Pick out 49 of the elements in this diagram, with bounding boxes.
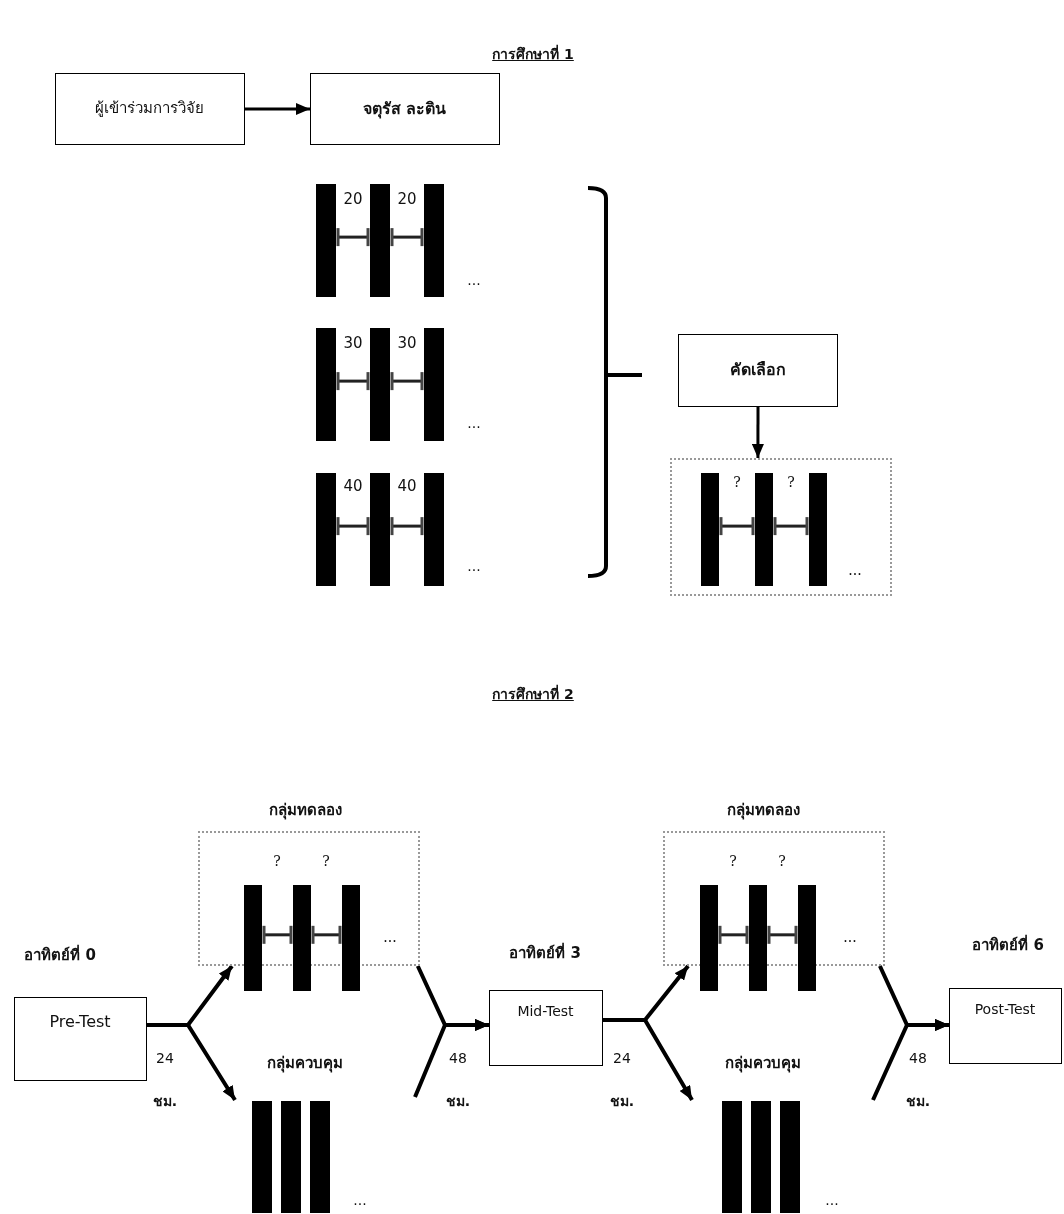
dimension-label: ? — [273, 853, 281, 870]
group-heading: กลุ่มควบคุม — [267, 1054, 343, 1072]
ellipsis-mark: ... — [825, 1192, 839, 1209]
dimension-label: ? — [733, 474, 741, 491]
group-heading: กลุ่มควบคุม — [725, 1054, 801, 1072]
arrow — [147, 1022, 237, 1101]
ellipsis-mark: ... — [848, 562, 862, 579]
process-box — [489, 990, 603, 1066]
duration-label: 48 — [909, 1050, 927, 1067]
arrow — [413, 1018, 489, 1098]
time-label: อาทิตย์ที่ 6 — [972, 936, 1044, 954]
duration-label: ชม. — [445, 1093, 471, 1110]
process-box — [949, 988, 1062, 1064]
duration-label: 24 — [156, 1050, 174, 1067]
dimension-label: ? — [787, 474, 795, 491]
dimension-label: ? — [729, 853, 737, 870]
arrow — [603, 1018, 694, 1101]
box-label: Post-Test — [974, 1001, 1036, 1018]
ellipsis-mark: ... — [467, 558, 481, 575]
duration-label: ชม. — [905, 1093, 931, 1110]
process-box — [55, 73, 245, 145]
section-heading: การศึกษาที่ 2 — [492, 686, 574, 703]
box-label: คัดเลือก — [729, 360, 786, 380]
ellipsis-mark: ... — [383, 929, 397, 946]
process-box — [678, 334, 838, 407]
section-heading: การศึกษาที่ 1 — [492, 46, 574, 63]
duration-label: ชม. — [152, 1093, 178, 1110]
ellipsis-mark: ... — [353, 1192, 367, 1209]
arrow — [751, 407, 764, 458]
group-heading: กลุ่มทดลอง — [268, 801, 342, 819]
box-label: Mid-Test — [517, 1003, 574, 1020]
duration-label: 24 — [613, 1050, 631, 1067]
box-label: Pre-Test — [49, 1012, 111, 1032]
process-box — [310, 73, 500, 145]
dimension-label: ? — [778, 853, 786, 870]
arrow — [871, 1019, 949, 1101]
ellipsis-mark: ... — [843, 929, 857, 946]
time-label: อาทิตย์ที่ 0 — [24, 946, 96, 964]
duration-label: 48 — [449, 1050, 467, 1067]
ellipsis-mark: ... — [467, 272, 481, 289]
box-label: ผู้เข้าร่วมการวิจัย — [95, 98, 204, 117]
arrow — [245, 103, 310, 115]
dimension-label: ? — [322, 853, 330, 870]
process-box — [14, 997, 147, 1081]
duration-label: ชม. — [609, 1093, 635, 1110]
box-label: จตุรัส ละติน — [362, 98, 447, 118]
ellipsis-mark: ... — [467, 415, 481, 432]
group-heading: กลุ่มทดลอง — [726, 801, 800, 819]
time-label: อาทิตย์ที่ 3 — [509, 944, 581, 962]
